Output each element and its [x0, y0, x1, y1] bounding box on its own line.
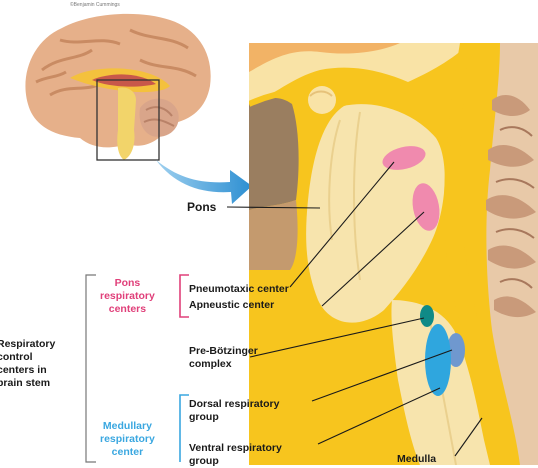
pneumotaxic-center-label: Pneumotaxic center	[189, 283, 289, 295]
medulla-label: Medulla	[397, 453, 437, 465]
pre-botzinger-label: Pre-Bötzinger complex	[189, 345, 258, 370]
pons-label: Pons	[187, 200, 217, 214]
ventral-group-nucleus	[425, 324, 451, 396]
brainstem-centers-title: Respiratory control centers in brain ste…	[0, 338, 56, 389]
image-credit: ©Benjamin Cummings	[70, 2, 120, 8]
enlarged-brainstem-panel	[249, 43, 538, 465]
apneustic-nucleus	[412, 183, 440, 231]
pre-botzinger-nucleus	[420, 305, 434, 327]
zoom-arrow-icon	[156, 160, 252, 204]
dorsal-group-nucleus	[447, 333, 465, 367]
dorsal-group-label: Dorsal respiratory group	[189, 398, 280, 423]
medullary-center-bracket	[179, 394, 189, 462]
pons-centers-label: Pons respiratory centers	[100, 277, 155, 315]
thumbnail-brain	[25, 13, 211, 161]
leader-lines	[226, 161, 483, 457]
zoom-region-box	[96, 79, 160, 161]
apneustic-center-label: Apneustic center	[189, 299, 275, 311]
ventral-group-label: Ventral respiratory group	[189, 442, 282, 467]
pons-centers-bracket	[179, 274, 189, 318]
pneumotaxic-nucleus	[382, 146, 426, 170]
brainstem-centers-bracket	[85, 274, 96, 463]
medullary-center-label: Medullary respiratory center	[100, 420, 155, 458]
